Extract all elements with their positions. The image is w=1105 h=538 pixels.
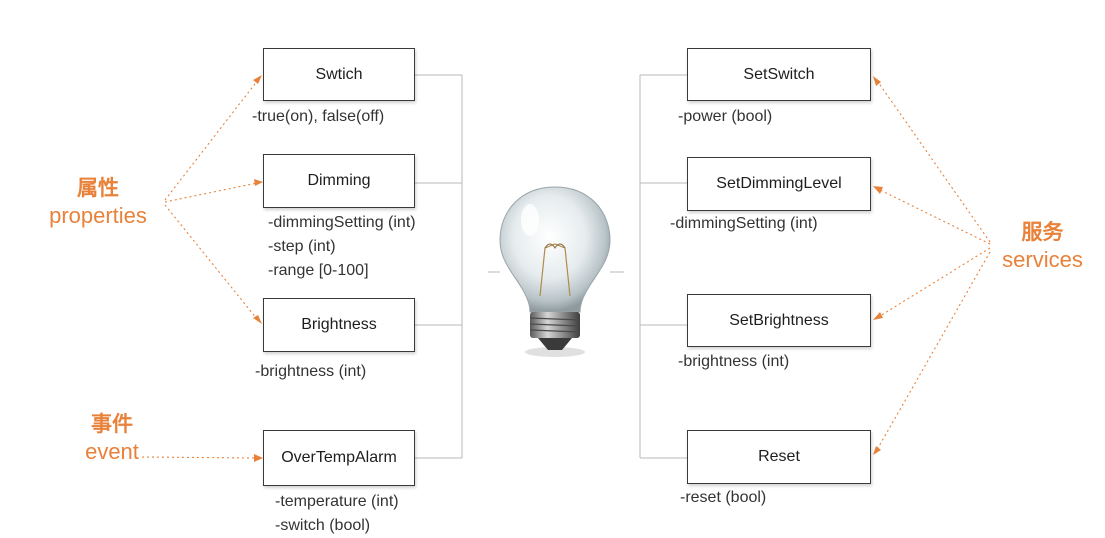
event-attrs-overtempalarm: -temperature (int) -switch (bool) xyxy=(275,490,399,538)
property-box-switch: Swtich xyxy=(263,48,415,101)
service-box-reset: Reset xyxy=(687,430,871,484)
property-attrs-switch: -true(on), false(off) xyxy=(252,105,384,129)
service-attrs-setswitch: -power (bool) xyxy=(678,105,772,129)
properties-label: 属性 properties xyxy=(38,176,158,230)
left-wires xyxy=(415,74,500,459)
event-label-zh: 事件 xyxy=(91,413,133,436)
services-label-zh: 服务 xyxy=(1021,221,1064,244)
properties-label-en: properties xyxy=(49,203,147,228)
attr-line: -brightness (int) xyxy=(255,363,367,380)
attr-line: -temperature (int) xyxy=(275,493,399,510)
property-attrs-brightness: -brightness (int) xyxy=(255,360,366,384)
service-attrs-setbrightness: -brightness (int) xyxy=(678,350,789,374)
service-box-setswitch: SetSwitch xyxy=(687,48,871,101)
box-title: OverTempAlarm xyxy=(281,449,397,466)
event-label: 事件 event xyxy=(72,412,152,466)
services-label-en: services xyxy=(1002,247,1083,272)
box-title: Reset xyxy=(758,448,800,465)
attr-line: -dimmingSetting (int) xyxy=(670,215,818,232)
property-box-brightness: Brightness xyxy=(263,298,415,352)
property-attrs-dimming: -dimmingSetting (int) -step (int) -range… xyxy=(268,211,416,283)
attr-line: -power (bool) xyxy=(678,108,773,125)
attr-line: -reset (bool) xyxy=(680,489,767,506)
properties-label-zh: 属性 xyxy=(77,177,119,200)
attr-line: -brightness (int) xyxy=(678,353,790,370)
services-arrows xyxy=(873,76,991,455)
service-box-setdimminglevel: SetDimmingLevel xyxy=(687,157,871,211)
event-arrow xyxy=(141,454,263,462)
event-label-en: event xyxy=(85,439,139,464)
services-label: 服务 services xyxy=(990,220,1095,274)
box-title: SetSwitch xyxy=(743,65,815,83)
attr-line: -true(on), false(off) xyxy=(252,108,385,125)
lightbulb-icon xyxy=(499,186,611,357)
right-wires xyxy=(610,74,687,459)
property-box-dimming: Dimming xyxy=(263,154,415,208)
event-box-overtempalarm: OverTempAlarm xyxy=(263,430,415,486)
box-title: Brightness xyxy=(301,316,377,333)
box-title: SetBrightness xyxy=(729,311,829,329)
attr-line: -switch (bool) xyxy=(275,517,371,534)
box-title: SetDimmingLevel xyxy=(716,175,842,192)
attr-line: -dimmingSetting (int) xyxy=(268,214,416,231)
service-attrs-reset: -reset (bool) xyxy=(680,486,766,510)
properties-arrows xyxy=(164,75,263,324)
attr-line: -step (int) xyxy=(268,238,336,255)
box-title: Swtich xyxy=(315,65,363,83)
service-box-setbrightness: SetBrightness xyxy=(687,294,871,347)
box-title: Dimming xyxy=(307,172,371,189)
service-attrs-setdimminglevel: -dimmingSetting (int) xyxy=(670,212,818,236)
attr-line: -range [0-100] xyxy=(268,262,369,279)
